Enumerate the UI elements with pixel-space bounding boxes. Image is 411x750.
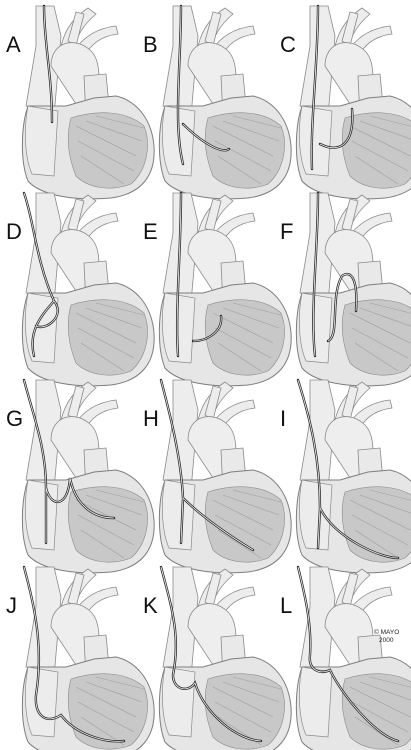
heart-panel-e: E <box>143 191 292 387</box>
panel-label: D <box>6 219 22 244</box>
heart-illustration <box>158 379 292 574</box>
heart-panel-d: D <box>6 191 155 387</box>
panel-label: F <box>280 219 293 244</box>
heart-illustration <box>21 379 155 574</box>
heart-panel-g: G <box>6 378 155 574</box>
catheter-highlight <box>312 192 357 357</box>
heart-illustration <box>21 192 155 387</box>
heart-illustration <box>295 379 411 574</box>
heart-panel-j: J <box>6 565 155 750</box>
heart-panel-l: L <box>280 565 411 750</box>
panel-label: K <box>143 593 158 618</box>
heart-illustration <box>158 566 292 750</box>
panel-label: L <box>280 593 292 618</box>
panel-label: G <box>6 406 23 431</box>
catheter-highlight <box>297 379 399 559</box>
catheter-highlight <box>177 5 230 165</box>
heart-panel-k: K <box>143 565 292 750</box>
catheter-highlight <box>176 192 222 357</box>
panel-label: I <box>280 406 286 431</box>
catheter-highlight <box>23 566 125 742</box>
heart-illustration <box>295 566 411 750</box>
catheter-highlight <box>160 566 262 742</box>
catheter-highlight <box>160 379 254 551</box>
copyright-line-1: © MAYO <box>374 628 399 636</box>
panel-label: C <box>280 32 296 57</box>
heart-panel-f: F <box>280 191 411 387</box>
panel-label: H <box>143 406 159 431</box>
catheter-highlight <box>23 192 59 357</box>
heart-panel-c: C <box>280 4 411 200</box>
panel-label: A <box>6 32 21 57</box>
heart-illustration <box>21 566 155 750</box>
heart-panel-b: B <box>143 4 292 200</box>
panel-label: J <box>6 593 17 618</box>
copyright-line-2: 2000 <box>379 637 394 644</box>
catheter-highlight <box>23 379 115 543</box>
catheter-highlight <box>311 5 353 170</box>
heart-illustration <box>21 5 155 200</box>
heart-panel-i: I <box>280 378 411 574</box>
heart-panel-a: A <box>6 4 155 200</box>
panel-label: B <box>143 32 158 57</box>
catheter-highlight <box>297 566 399 742</box>
heart-panel-h: H <box>143 378 292 574</box>
catheter-highlight <box>43 5 53 123</box>
panel-label: E <box>143 219 158 244</box>
